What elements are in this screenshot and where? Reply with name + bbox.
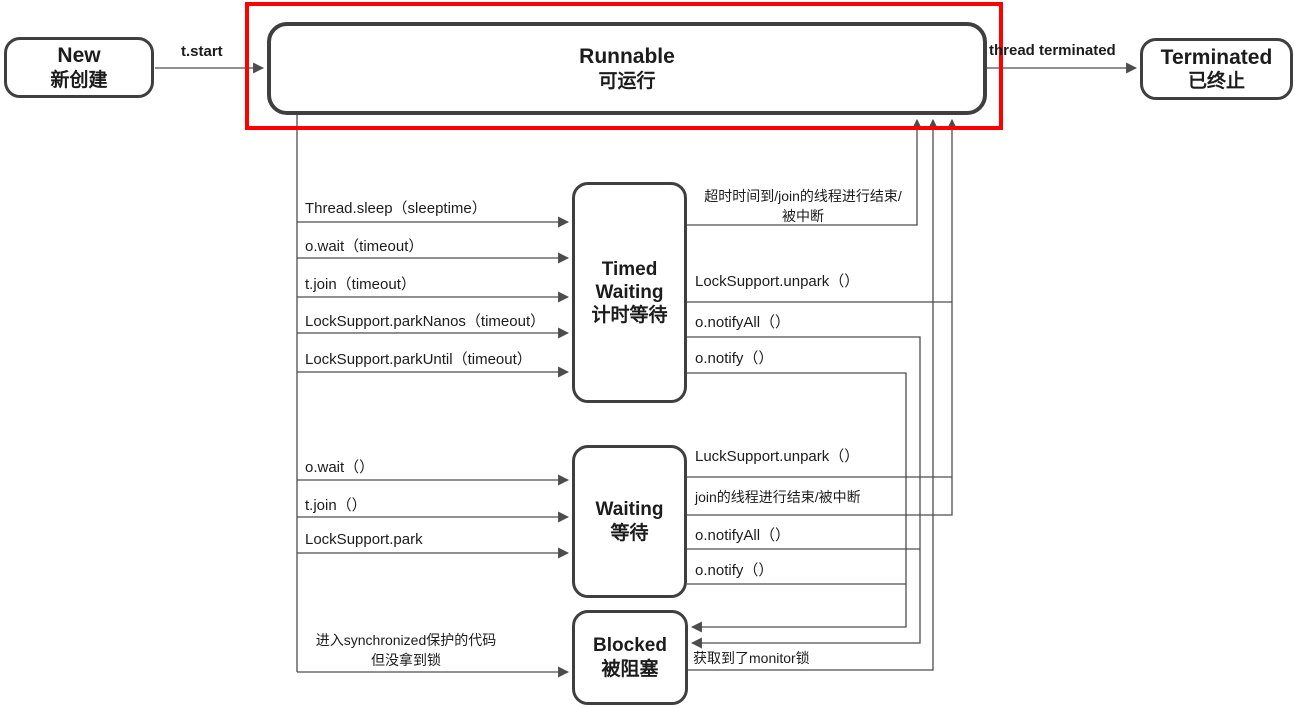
label-o-wait: o.wait（） [305, 459, 375, 476]
state-blocked-label-zh: 被阻塞 [601, 658, 659, 680]
label-tw-unpark: LockSupport.unpark（） [695, 273, 860, 290]
label-t-start: t.start [181, 43, 223, 60]
state-runnable: Runnable 可运行 [267, 22, 987, 115]
state-timed-waiting: Timed Waiting 计时等待 [572, 182, 687, 403]
label-enter-sync-line2: 但没拿到锁 [371, 652, 441, 668]
state-blocked: Blocked 被阻塞 [572, 610, 688, 705]
state-waiting-label-zh: 等待 [610, 522, 649, 544]
state-new-label-en: New [57, 44, 101, 68]
state-timed-waiting-label-zh: 计时等待 [591, 305, 668, 327]
label-lock-park: LockSupport.park [305, 531, 423, 548]
label-w-notify-all: o.notifyAll（） [695, 527, 791, 544]
edge-unpark-return-trunk [687, 118, 958, 516]
state-terminated-label-zh: 已终止 [1187, 71, 1245, 93]
label-enter-sync: 进入synchronized保护的代码 但没拿到锁 [296, 630, 516, 670]
label-t-join: t.join（） [305, 497, 367, 514]
label-park-until: LockSupport.parkUntil（timeout） [305, 351, 532, 368]
state-runnable-label-en: Runnable [579, 45, 675, 69]
state-terminated-label-en: Terminated [1160, 45, 1273, 69]
runnable-highlight-box [245, 2, 1003, 130]
state-waiting-label-en: Waiting [595, 499, 664, 521]
edge-monitor-return [688, 118, 939, 671]
edge-notify-trunk [687, 372, 907, 633]
label-got-monitor: 获取到了monitor锁 [693, 650, 810, 666]
state-blocked-label-en: Blocked [593, 635, 667, 657]
label-w-join-end: join的线程进行结束/被中断 [695, 489, 861, 505]
state-new: New 新创建 [4, 37, 154, 98]
label-enter-sync-line1: 进入synchronized保护的代码 [315, 632, 497, 648]
edge-notify-all-trunk [687, 336, 921, 649]
label-tw-notify: o.notify（） [695, 350, 774, 367]
label-w-notify: o.notify（） [695, 562, 774, 579]
label-t-join-timeout: t.join（timeout） [305, 276, 416, 293]
state-waiting: Waiting 等待 [572, 445, 687, 598]
label-o-wait-timeout: o.wait（timeout） [305, 238, 424, 255]
label-thread-terminated: thread terminated [989, 42, 1116, 59]
label-w-unpark: LuckSupport.unpark（） [695, 448, 860, 465]
label-tw-notify-all: o.notifyAll（） [695, 314, 791, 331]
state-timed-waiting-label-en: Timed Waiting [595, 258, 664, 303]
state-new-label-zh: 新创建 [50, 69, 108, 91]
label-park-nanos: LockSupport.parkNanos（timeout） [305, 313, 546, 330]
state-runnable-label-zh: 可运行 [598, 70, 656, 92]
label-timeout-return-line2: 被中断 [782, 208, 824, 224]
label-timeout-return: 超时时间到/join的线程进行结束/ 被中断 [688, 186, 918, 226]
label-timeout-return-line1: 超时时间到/join的线程进行结束/ [704, 188, 902, 204]
edge-timeout-return [687, 118, 923, 226]
state-terminated: Terminated 已终止 [1140, 38, 1293, 100]
label-thread-sleep: Thread.sleep（sleeptime） [305, 200, 487, 217]
